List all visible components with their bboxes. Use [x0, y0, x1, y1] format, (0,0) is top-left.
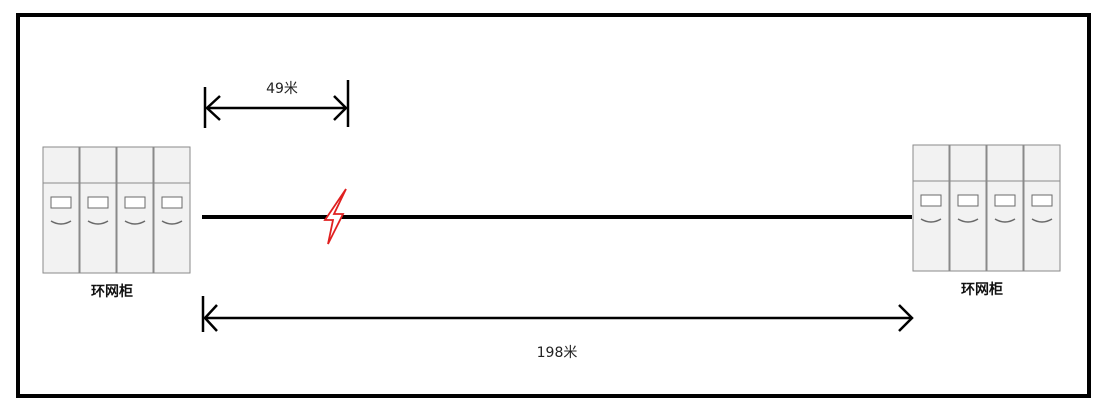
ring-main-unit-left: [42, 146, 191, 274]
cabinet-left-label: 环网柜: [91, 284, 133, 300]
total-distance-dimension: [201, 296, 914, 332]
fault-distance-label: 49米: [266, 81, 298, 97]
diagram-border: [16, 13, 1091, 398]
cabinet-right-label: 环网柜: [961, 282, 1003, 298]
fault-distance-dimension: [203, 80, 350, 128]
fault-lightning-icon: [323, 188, 347, 245]
total-distance-label: 198米: [536, 345, 578, 361]
ring-main-unit-right: [912, 144, 1061, 272]
